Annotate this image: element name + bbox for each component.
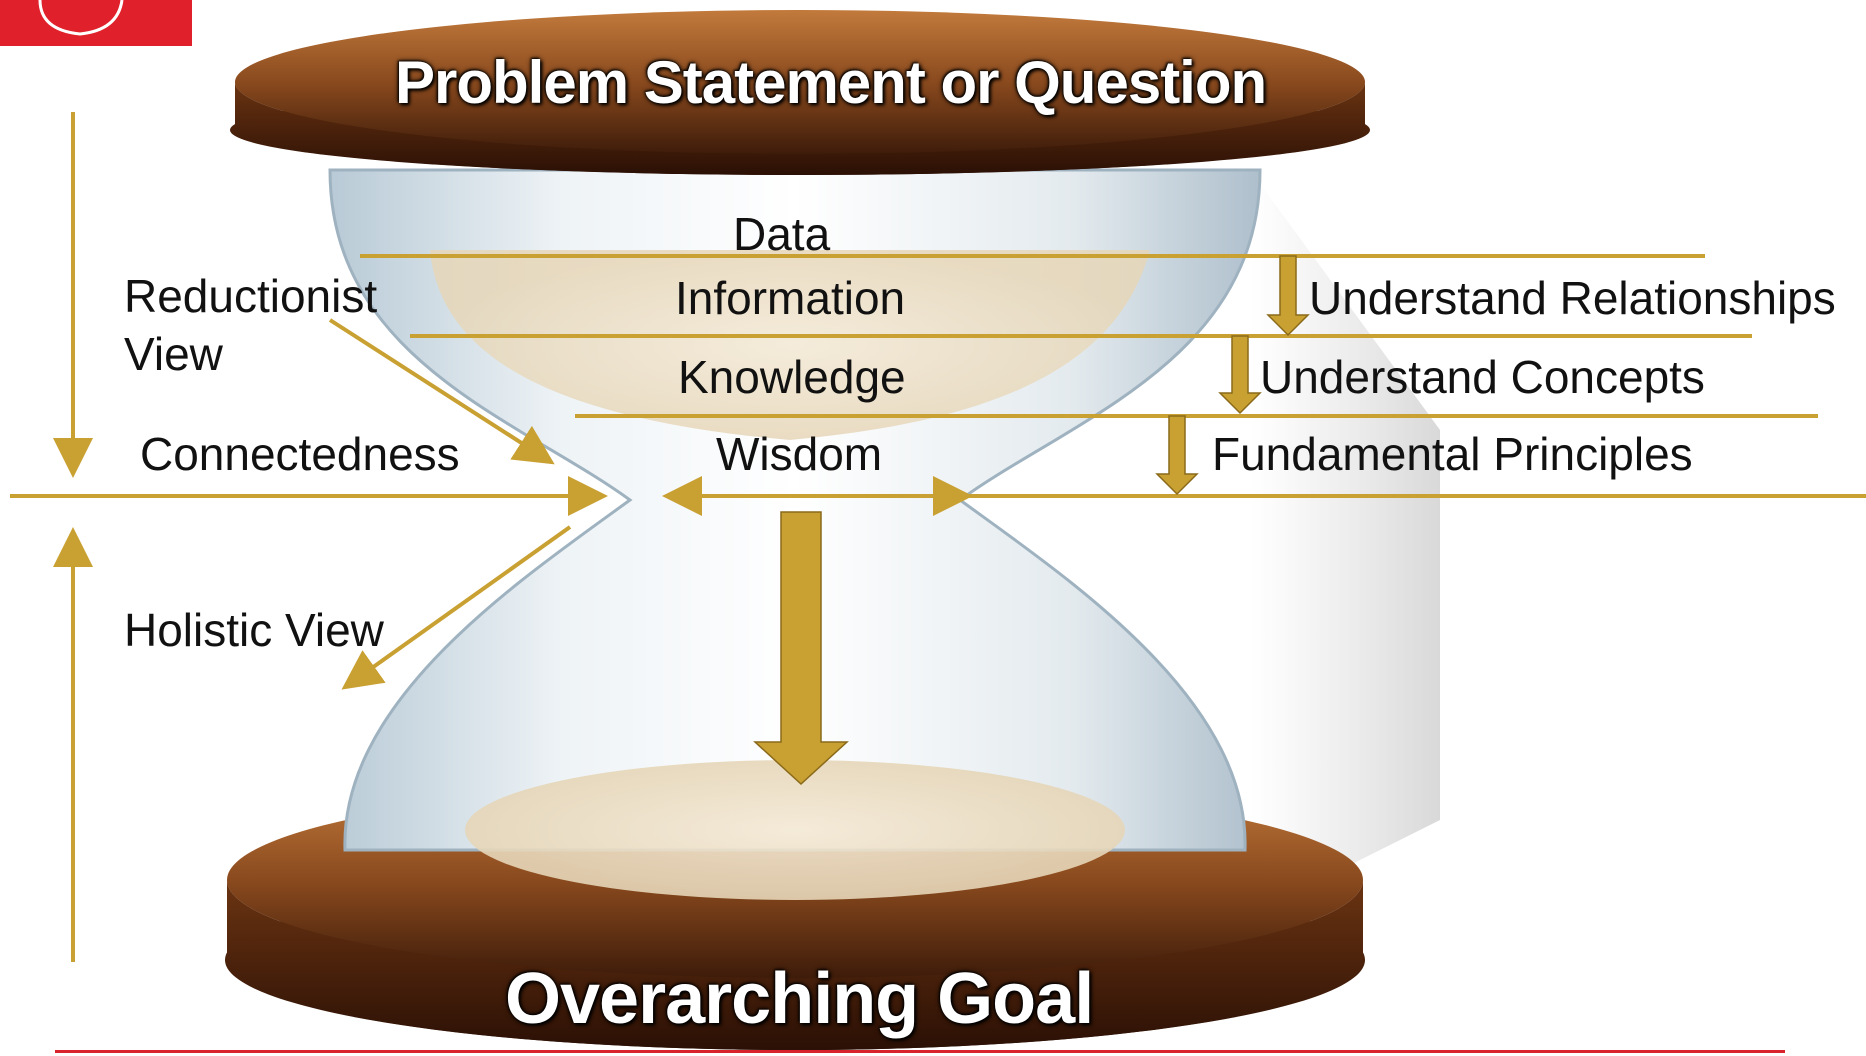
logo-icon [0, 0, 192, 46]
bottom-base-side [227, 880, 1363, 1050]
level-wisdom-label: Wisdom [716, 428, 883, 480]
holistic-arrow [341, 525, 572, 690]
lower-sand [465, 760, 1125, 900]
upper-sand [430, 250, 1150, 440]
problem-statement-title: Problem Statement or Question [395, 49, 1267, 116]
central-down-arrow-icon [753, 511, 849, 786]
arrow-down-concepts-icon [1218, 335, 1262, 415]
hourglass-shadow [1250, 170, 1440, 900]
understand-concepts-label: Understand Concepts [1260, 351, 1705, 403]
arrow-down-principles-icon [1155, 415, 1199, 496]
level-information-label: Information [675, 272, 906, 324]
connectedness-label: Connectedness [140, 428, 460, 480]
reductionist-label-line2: View [124, 328, 223, 380]
reductionist-arrow [328, 318, 555, 465]
level-knowledge-label: Knowledge [678, 351, 906, 403]
overarching-goal-title: Overarching Goal [505, 959, 1094, 1039]
fundamental-principles-label: Fundamental Principles [1212, 428, 1693, 480]
top-plate [235, 10, 1365, 154]
understand-relationships-label: Understand Relationships [1309, 272, 1836, 324]
arrow-down-relationships-icon [1266, 255, 1310, 337]
holistic-view-label: Holistic View [124, 604, 384, 656]
reductionist-label-line1: Reductionist [124, 270, 378, 322]
top-plate-side [235, 82, 1365, 175]
bottom-divider [55, 1050, 1785, 1053]
level-data-label: Data [733, 208, 831, 260]
